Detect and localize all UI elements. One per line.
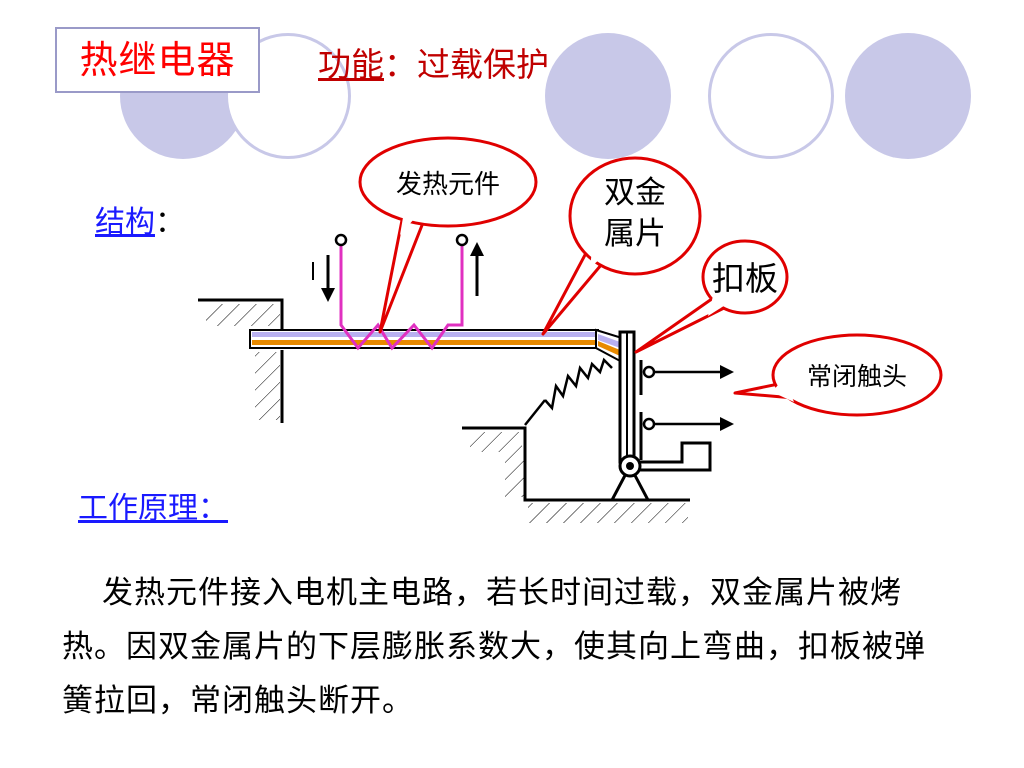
pivot <box>609 454 651 502</box>
slide-title: 热继电器 <box>55 27 260 93</box>
spring <box>524 357 613 426</box>
decor-circle-4 <box>708 33 834 159</box>
principle-heading: 工作原理： <box>78 491 228 526</box>
heating-element-wire <box>334 233 469 351</box>
callout-heating-element-text: 发热元件 <box>396 170 500 200</box>
structure-heading: 结构： <box>95 197 185 241</box>
decor-circle-3 <box>545 33 671 159</box>
right-support <box>462 426 690 523</box>
callout-nc-contact: 常闭触头 <box>733 333 943 417</box>
callout-heating-element: 发热元件 <box>358 136 538 334</box>
nc-contact-lower <box>639 412 734 460</box>
principle-description: 发热元件接入电机主电路，若长时间过载，双金属片被烤热。因双金属片的下层膨胀系数大… <box>62 575 926 719</box>
current-arrow-up <box>470 242 484 296</box>
callout-bimetal-line2: 属片 <box>604 216 666 252</box>
callout-latch-plate-text: 扣板 <box>712 259 778 298</box>
reset-lever <box>640 441 712 472</box>
structure-colon: ： <box>155 205 185 240</box>
callout-bimetal-line1: 双金 <box>604 175 666 211</box>
callout-nc-contact-text: 常闭触头 <box>807 362 907 391</box>
function-label: 功能 <box>318 45 384 84</box>
structure-label: 结构 <box>95 205 155 240</box>
current-arrow-down <box>312 255 335 302</box>
latch-plate <box>618 330 636 464</box>
callout-latch-plate: 扣板 <box>634 239 789 354</box>
callout-bimetal: 双金 属片 <box>541 156 702 336</box>
left-support <box>198 298 284 423</box>
bimetal-strip <box>249 328 623 364</box>
function-value: 过载保护 <box>417 45 549 84</box>
nc-contact-upper <box>639 360 734 395</box>
function-heading: 功能：过载保护 <box>318 38 549 86</box>
function-colon: ： <box>384 45 417 84</box>
decor-circle-5 <box>845 33 971 159</box>
